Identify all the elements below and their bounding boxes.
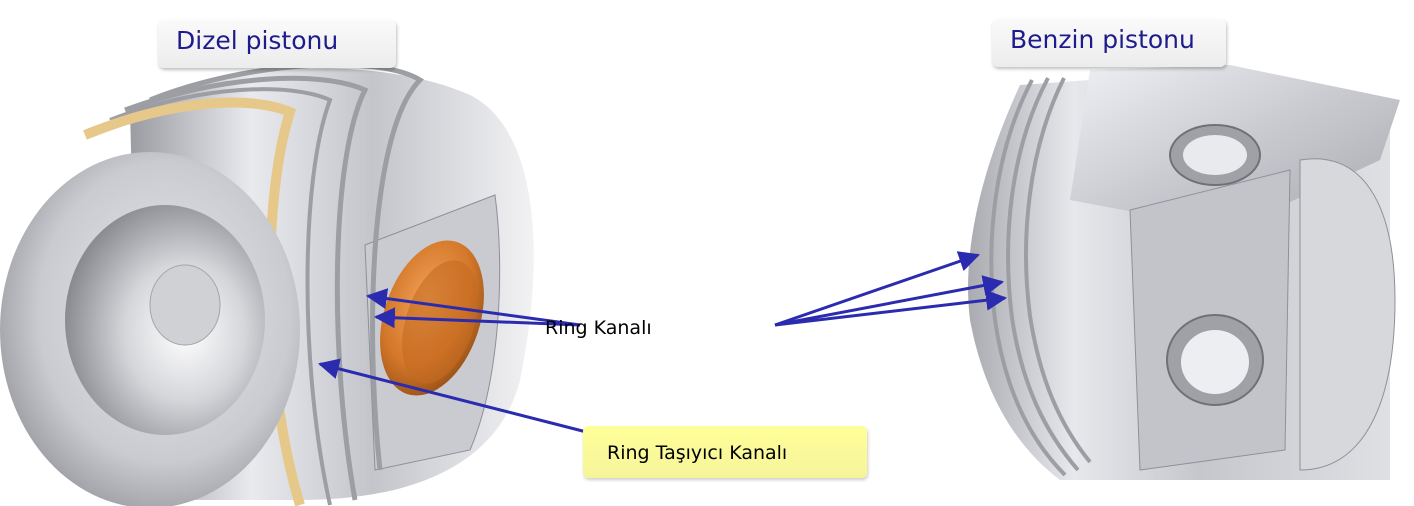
ring-carrier-label-box <box>583 426 867 478</box>
petrol-ring-groove-1 <box>989 79 1067 477</box>
arrow-icon <box>774 275 1005 327</box>
petrol-ring-groove-2 <box>1006 77 1080 472</box>
diesel-ring-groove-3 <box>109 87 333 506</box>
diesel-piston-illustration <box>0 62 534 506</box>
diesel-bowl-center <box>149 264 221 346</box>
diesel-piston-title: Dizel pistonu <box>158 20 396 68</box>
arrow-icon <box>774 289 1008 327</box>
arrow-icon <box>774 251 980 327</box>
arrow-icon <box>365 288 581 327</box>
petrol-pin-hole-upper-inner <box>1183 135 1247 175</box>
arrow-icon <box>373 307 581 329</box>
petrol-side-pocket <box>1299 158 1396 471</box>
diesel-ring-groove-1 <box>149 62 424 471</box>
petrol-pin-hole-lower-inner <box>1181 330 1249 394</box>
diesel-pin-bushing-inner <box>402 260 478 384</box>
annotation-arrows <box>317 251 1008 440</box>
ring-carrier-label: Ring Taşıyıcı Kanalı <box>607 442 788 464</box>
arrow-icon <box>317 358 611 440</box>
ring-groove-label: Ring Kanalı <box>545 317 652 339</box>
petrol-piston-illustration <box>968 65 1400 480</box>
petrol-ring-groove-3 <box>1024 77 1092 464</box>
petrol-piston-title: Benzin pistonu <box>992 19 1226 67</box>
